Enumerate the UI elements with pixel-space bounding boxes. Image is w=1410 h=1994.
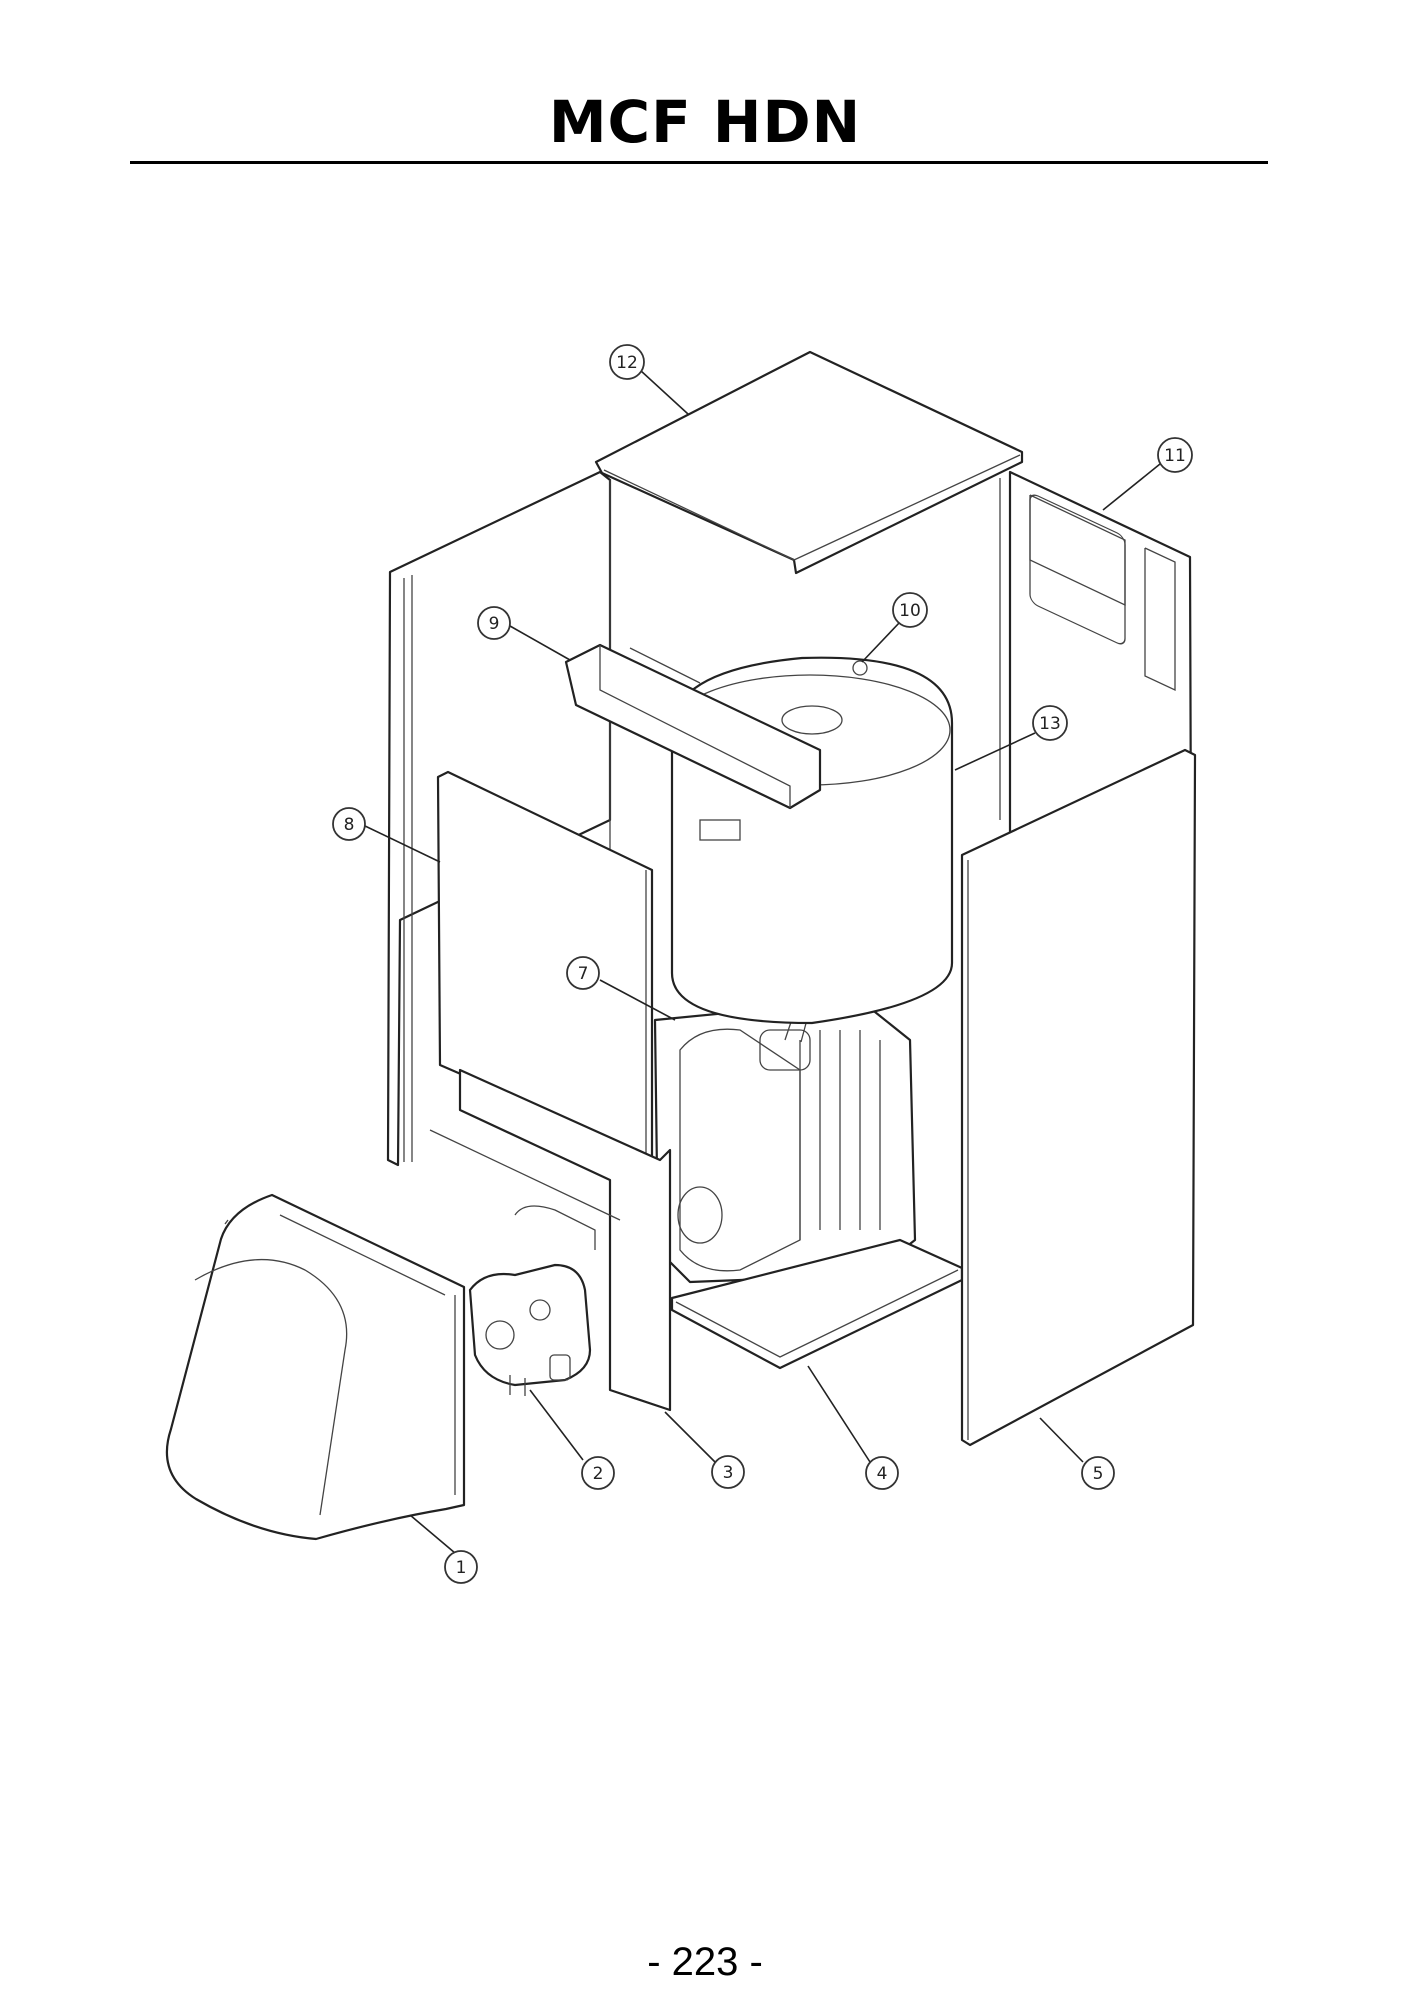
callout-10-number: 10 — [899, 601, 921, 621]
callout-5: 5 — [1081, 1456, 1115, 1490]
page-title: MCF HDN — [548, 88, 862, 156]
callout-1: 1 — [444, 1550, 478, 1584]
leader-4 — [807, 1365, 871, 1463]
callout-9-number: 9 — [489, 614, 500, 634]
callout-13-number: 13 — [1039, 714, 1061, 734]
leader-2 — [529, 1389, 584, 1461]
callout-2: 2 — [581, 1456, 615, 1490]
front-upper-panel-part — [436, 770, 654, 1159]
right-front-panel-part — [960, 748, 1197, 1447]
page-number: - 223 - — [647, 1940, 763, 1984]
leader-8 — [362, 824, 441, 863]
callout-12-number: 12 — [616, 353, 638, 373]
leader-3 — [664, 1411, 716, 1463]
callout-3: 3 — [711, 1455, 745, 1489]
callout-8: 8 — [332, 807, 366, 841]
callout-7-number: 7 — [578, 964, 589, 984]
callout-13: 13 — [1032, 705, 1068, 741]
leader-5 — [1039, 1417, 1084, 1463]
callout-10: 10 — [892, 592, 928, 628]
leader-11 — [1102, 463, 1161, 511]
callout-7: 7 — [566, 956, 600, 990]
leader-1 — [409, 1514, 456, 1554]
callout-11-number: 11 — [1164, 446, 1186, 466]
boiler-block-part — [653, 998, 917, 1284]
callout-11: 11 — [1157, 437, 1193, 473]
callout-8-number: 8 — [344, 815, 355, 835]
leader-7 — [599, 979, 676, 1021]
callout-4-number: 4 — [877, 1464, 888, 1484]
leader-10 — [861, 621, 901, 663]
callout-4: 4 — [865, 1456, 899, 1490]
callout-2-number: 2 — [593, 1464, 604, 1484]
callout-9: 9 — [477, 606, 511, 640]
leader-9 — [509, 625, 571, 661]
callout-3-number: 3 — [723, 1463, 734, 1483]
control-panel-part — [564, 643, 822, 810]
top-cover-part — [594, 350, 1024, 575]
leader-13 — [954, 732, 1036, 771]
burner-part — [468, 1263, 592, 1396]
front-lower-panel-part — [429, 1068, 672, 1412]
callout-12: 12 — [609, 344, 645, 380]
leader-12 — [639, 369, 689, 415]
callout-1-number: 1 — [456, 1558, 467, 1578]
callout-5-number: 5 — [1093, 1464, 1104, 1484]
title-rule — [130, 161, 1268, 164]
burner-hood-part — [165, 1193, 466, 1541]
